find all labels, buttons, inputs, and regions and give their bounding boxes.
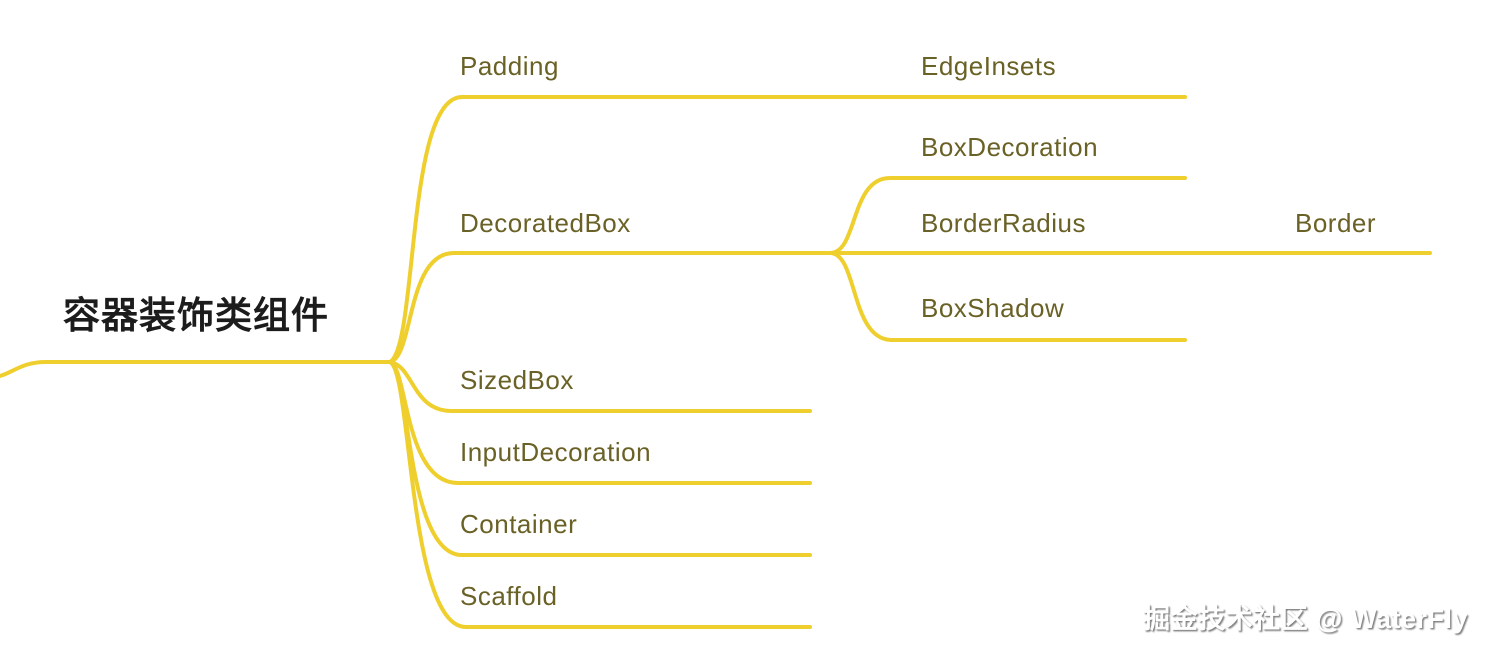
node-edgeinsets: EdgeInsets — [921, 51, 1057, 81]
node-border: Border — [1295, 208, 1377, 238]
node-inputdecoration: InputDecoration — [460, 437, 652, 467]
node-padding: Padding — [460, 51, 559, 81]
branch-line-scaffold — [388, 360, 812, 629]
branch-line-boxshadow — [828, 251, 1187, 342]
branch-line-padding — [388, 95, 1187, 364]
branch-line-boxdecoration — [828, 176, 1187, 255]
node-decoratedbox: DecoratedBox — [460, 208, 631, 238]
node-boxshadow: BoxShadow — [921, 293, 1065, 323]
node-scaffold: Scaffold — [460, 581, 558, 611]
branch-line-decoratedbox — [388, 251, 1432, 364]
root-node-label: 容器装饰类组件 — [63, 295, 329, 336]
watermark-text: 掘金技术社区 @ WaterFly — [1143, 604, 1468, 634]
node-boxdecoration: BoxDecoration — [921, 132, 1099, 162]
branch-line-sizedbox — [388, 360, 812, 413]
branch-line-root — [0, 360, 392, 378]
node-sizedbox: SizedBox — [460, 365, 574, 395]
node-container: Container — [460, 509, 578, 539]
node-borderradius: BorderRadius — [921, 208, 1086, 238]
